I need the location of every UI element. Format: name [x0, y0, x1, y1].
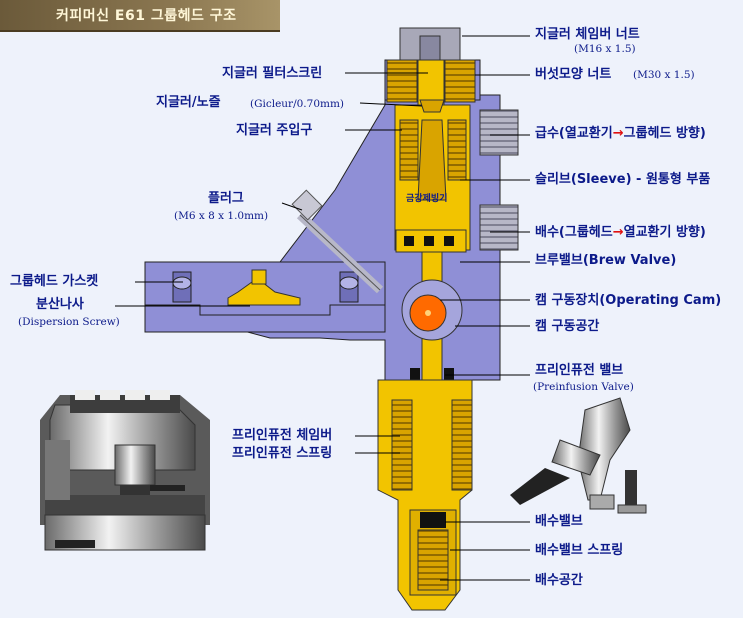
- label-gicleur-sub: (Gicleur/0.70mm): [250, 98, 345, 110]
- label-preinfusion-spring: 프리인퓨전 스프링: [232, 446, 333, 461]
- label-preinfusion-chamber: 프리인퓨전 체임버: [232, 428, 333, 443]
- label-water-in-b: 그룹헤드 방향): [623, 126, 706, 141]
- inner-label: 금강제빙기: [406, 194, 448, 204]
- label-drain-valve-spring: 배수밸브 스프링: [535, 543, 624, 558]
- group-head-image: [510, 397, 647, 514]
- label-drain-valve: 배수밸브: [535, 514, 583, 529]
- label-dispersion-sub: (Dispersion Screw): [18, 316, 120, 328]
- espresso-machine-image: [40, 390, 210, 551]
- label-drain-a: 배수(그룹헤드: [535, 225, 613, 240]
- jet-chamber-nut: [399, 27, 461, 61]
- label-drain: 배수(그룹헤드→열교환기 방향): [535, 225, 706, 240]
- leader-lines: [115, 35, 530, 581]
- label-jet-filter-screen: 지글러 필터스크린: [222, 66, 323, 81]
- label-cam-space: 캠 구동공간: [535, 319, 600, 334]
- label-preinfusion-valve-sub: (Preinfusion Valve): [533, 381, 634, 393]
- label-sleeve: 슬리브(Sleeve) - 원통형 부품: [535, 172, 711, 187]
- label-gasket: 그룹헤드 가스켓: [10, 274, 99, 289]
- label-drain-space: 배수공간: [535, 573, 583, 588]
- water-in-arrow-icon: →: [612, 126, 624, 141]
- label-brew-valve: 브루밸브(Brew Valve): [535, 253, 677, 268]
- label-jet-chamber-nut: 지글러 체임버 너트: [535, 27, 640, 42]
- label-mushroom-nut-sub: (M30 x 1.5): [633, 69, 695, 81]
- title-banner: 커피머신 E61 그룹헤드 구조: [0, 0, 280, 32]
- label-plug-sub: (M6 x 8 x 1.0mm): [174, 210, 269, 222]
- label-jet-chamber-nut-sub: (M16 x 1.5): [574, 43, 636, 55]
- mushroom-nut: [386, 59, 476, 103]
- label-jet-inlet: 지글러 주입구: [236, 123, 313, 138]
- label-mushroom-nut: 버섯모양 너트: [535, 67, 612, 82]
- dispersion-screw: [227, 269, 301, 306]
- gicleur-nozzle: [419, 99, 445, 113]
- drain-arrow-icon: →: [612, 225, 624, 240]
- label-water-in-a: 급수(열교환기: [535, 126, 613, 141]
- page-title: 커피머신 E61 그룹헤드 구조: [56, 8, 237, 24]
- label-preinfusion-valve: 프리인퓨전 밸브: [535, 363, 624, 378]
- label-cam: 캠 구동장치(Operating Cam): [535, 293, 722, 308]
- operating-cam: [401, 279, 463, 341]
- label-dispersion: 분산나사: [36, 297, 84, 312]
- label-water-in: 급수(열교환기→그룹헤드 방향): [535, 126, 706, 141]
- label-plug: 플러그: [208, 191, 244, 206]
- brass-column: [377, 59, 473, 611]
- label-gicleur: 지글러/노즐: [156, 95, 221, 110]
- label-drain-b: 열교환기 방향): [623, 225, 706, 240]
